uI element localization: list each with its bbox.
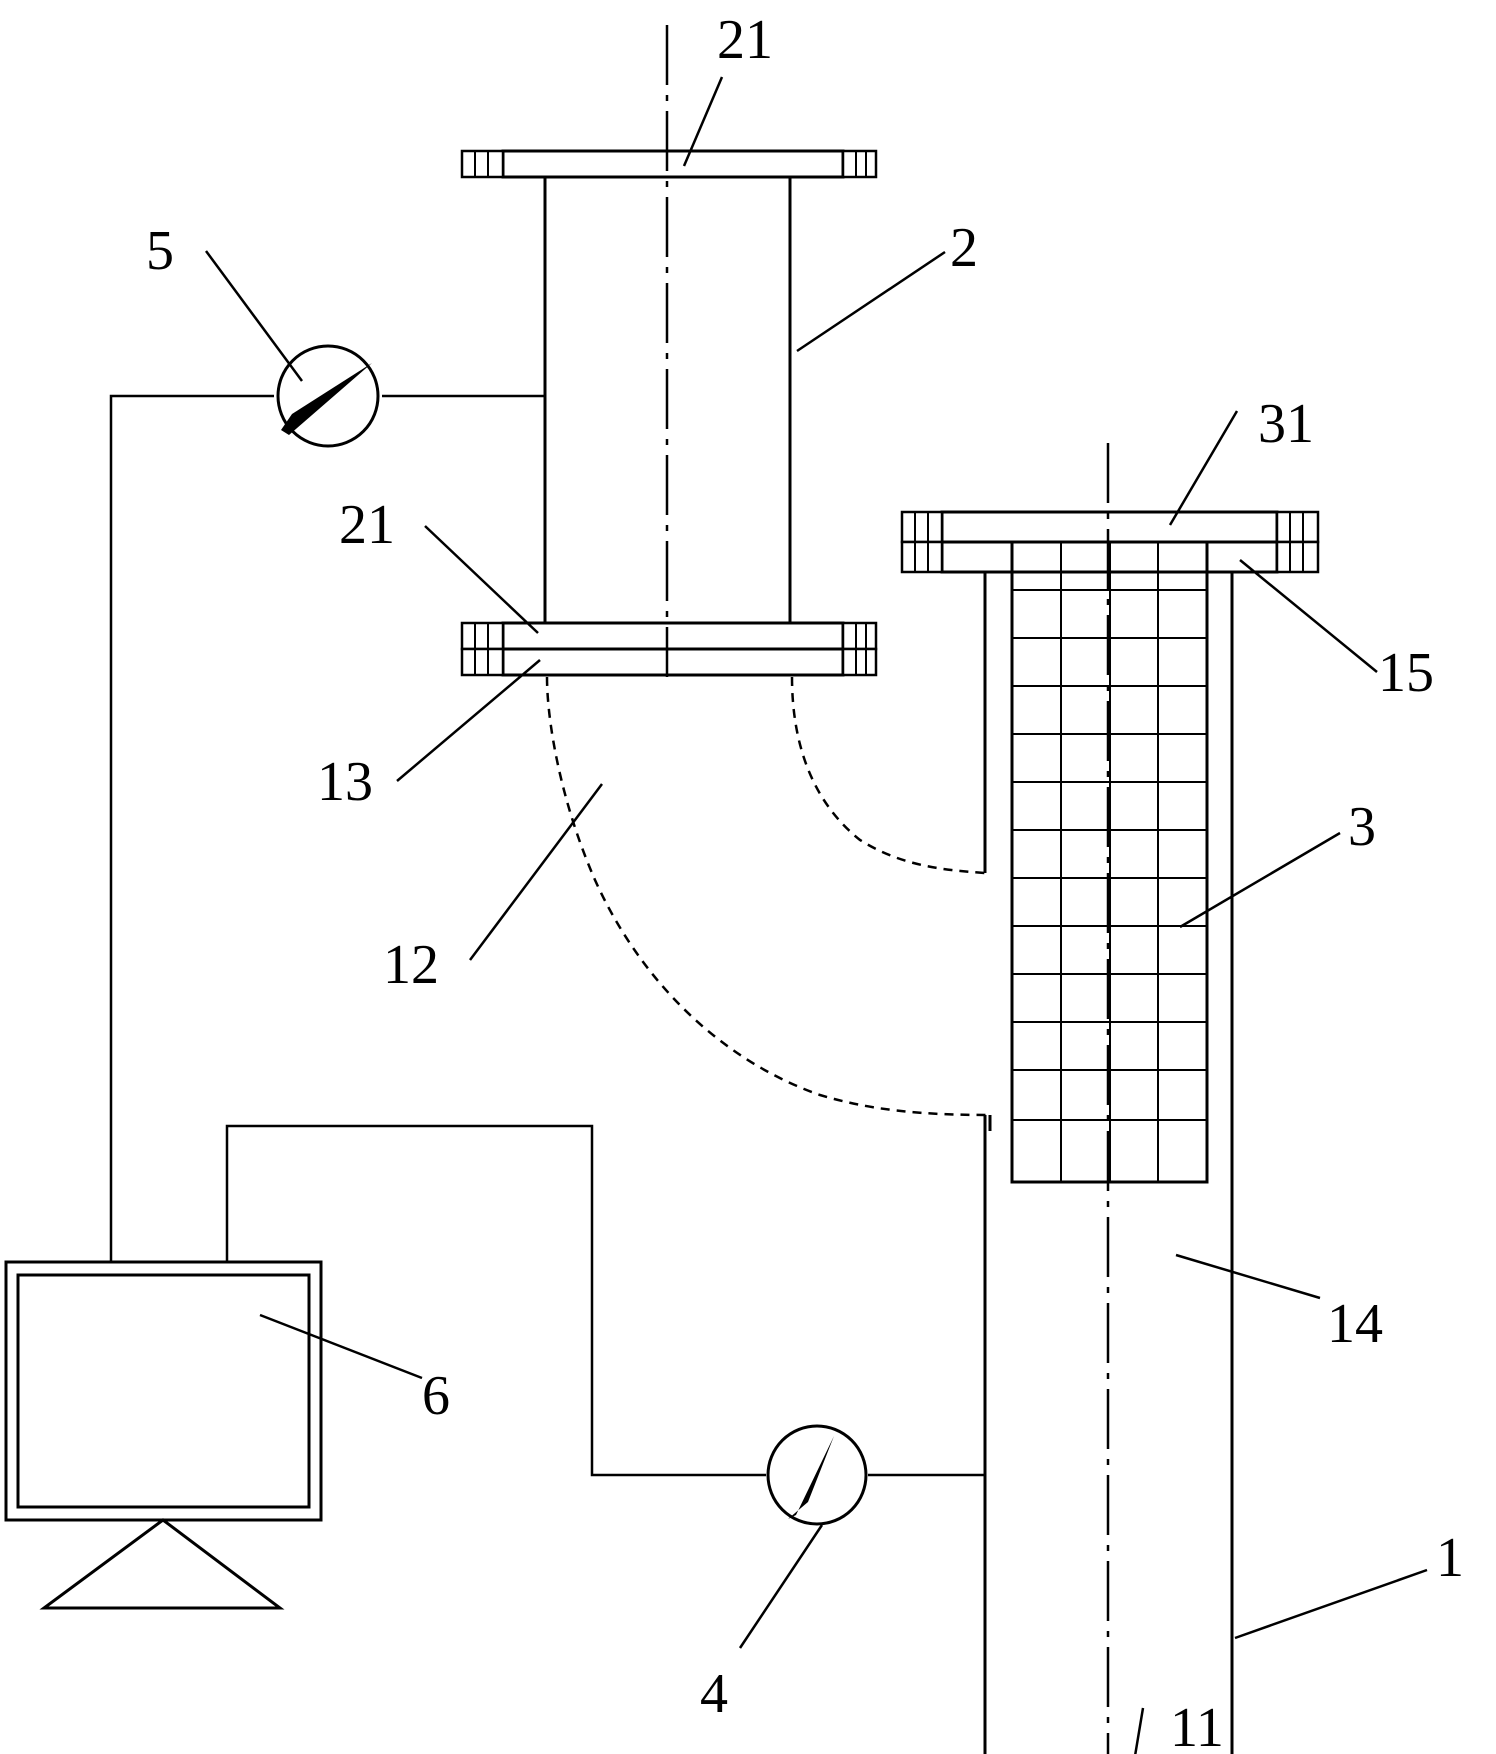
signal-wires	[109, 394, 985, 1477]
upper-pipe	[543, 177, 792, 623]
label-lower-chamber: 14	[1327, 1293, 1383, 1355]
label-filter: 3	[1348, 796, 1376, 858]
label-flow-meter-upper: 5	[146, 220, 174, 282]
label-upper-pipe: 2	[950, 217, 978, 279]
label-filter-top-flange: 31	[1258, 393, 1314, 455]
label-computer: 6	[422, 1365, 450, 1427]
leader-lines	[204, 76, 1428, 1754]
flow-meter-upper	[276, 344, 380, 448]
computer	[4, 1260, 323, 1610]
label-elbow-flange: 13	[317, 751, 373, 813]
top-flange	[460, 149, 878, 179]
labels: 21 2 5 31 21 15 13 3 12 14 6 4 1 11	[146, 9, 1464, 1754]
elbow	[545, 572, 992, 1131]
label-mid-flange-upper: 21	[339, 494, 395, 556]
label-top-flange: 21	[717, 9, 773, 71]
filter-mesh	[1010, 540, 1209, 1184]
label-main-pipe: 1	[1436, 1527, 1464, 1589]
center-lines	[665, 25, 1110, 1754]
main-pipe	[983, 572, 1234, 1754]
flow-meter-lower	[766, 1424, 868, 1526]
label-flow-meter-lower: 4	[700, 1663, 728, 1725]
label-elbow: 12	[383, 934, 439, 996]
filter-top-flanges	[900, 510, 1320, 574]
middle-flange-pair	[460, 621, 878, 677]
label-filter-pipe-flange: 15	[1378, 642, 1434, 704]
label-bottom-flange: 11	[1170, 1697, 1224, 1754]
